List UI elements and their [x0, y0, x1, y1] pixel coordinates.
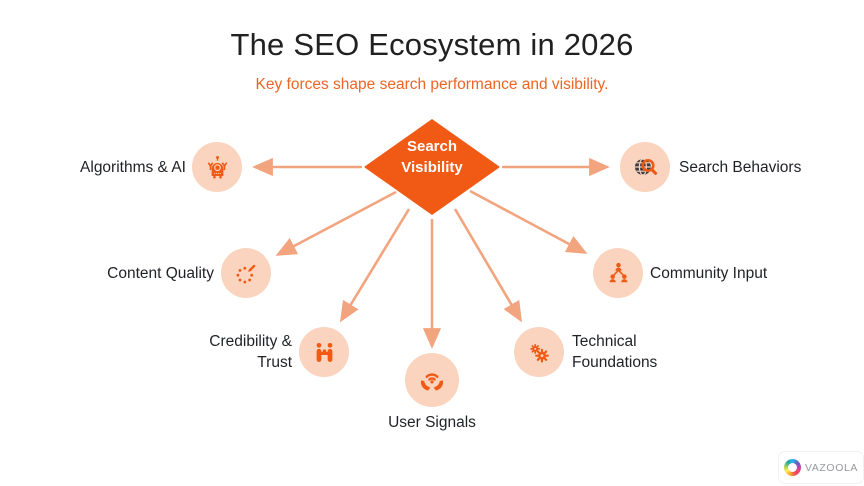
gears-icon [529, 343, 549, 363]
vazoola-ring-hole [787, 463, 797, 472]
arrow-to-technical [453, 208, 522, 323]
page-subtitle: Key forces shape search performance and … [255, 76, 609, 93]
vazoola-logo-text: VAZOOLA [804, 461, 859, 474]
arrow-to-community [469, 189, 588, 254]
node-algorithms-ai [192, 142, 242, 192]
label-search-behaviors: Search Behaviors [679, 159, 802, 176]
hands-wifi-icon [420, 373, 444, 391]
node-search-behaviors [620, 142, 670, 192]
label-credibility-trust: Credibility & Trust [209, 333, 292, 371]
center-diamond-label: Search Visibility [364, 136, 500, 178]
label-algorithms-ai: Algorithms & AI [80, 159, 186, 176]
arrow-to-credibility [339, 208, 411, 323]
node-credibility-trust [299, 327, 349, 377]
vazoola-ring-icon [783, 459, 801, 476]
label-technical-foundations: Technical Foundations [572, 333, 658, 371]
label-content-quality: Content Quality [107, 265, 214, 282]
center-label-line2: Visibility [401, 159, 463, 176]
node-user-signals [405, 353, 459, 407]
robot-icon [207, 155, 227, 179]
handshake-icon [316, 342, 332, 362]
center-label-line1: Search [406, 138, 458, 155]
page-title: The SEO Ecosystem in 2026 [230, 27, 634, 62]
dotted-circle-edit-icon [236, 264, 255, 283]
label-user-signals: User Signals [388, 414, 476, 431]
label-community-input: Community Input [650, 265, 768, 282]
globe-search-icon [634, 158, 658, 176]
node-community-input [593, 248, 643, 298]
people-network-icon [609, 262, 627, 282]
vazoola-logo: VAZOOLA [779, 452, 863, 483]
center-diamond [364, 119, 500, 215]
node-content-quality [221, 248, 271, 298]
node-technical-foundations [514, 327, 564, 377]
arrow-to-content [275, 190, 397, 256]
